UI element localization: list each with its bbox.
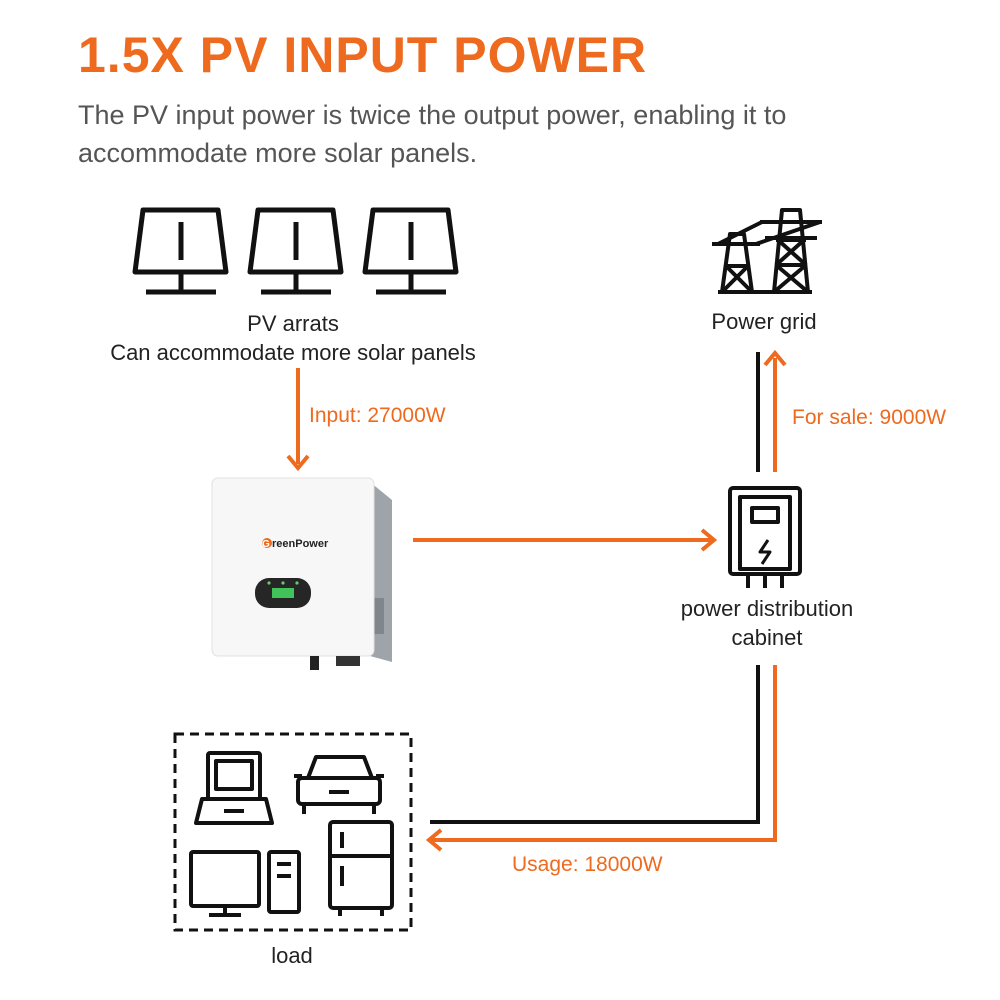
cabinet-label: power distribution cabinet xyxy=(660,594,874,652)
monitor-icon xyxy=(189,850,261,917)
cabinet-label-line2: cabinet xyxy=(731,625,803,650)
page-title: 1.5X PV INPUT POWER xyxy=(78,27,648,83)
brand-logo-icon xyxy=(262,538,272,548)
cabinet-label-line1: power distribution xyxy=(680,596,854,621)
brand-initial: G xyxy=(262,539,270,550)
transmission-tower-icon xyxy=(712,208,822,294)
load-box xyxy=(173,732,413,932)
solar-panel-icon xyxy=(132,207,459,295)
pv-arrays-label-line2: Can accommodate more solar panels xyxy=(110,340,476,365)
output-flow-arrow xyxy=(413,528,718,552)
power-grid-label: Power grid xyxy=(711,309,817,334)
input-flow-label: Input: 27000W xyxy=(309,404,446,427)
distribution-cabinet-icon xyxy=(728,486,802,588)
laptop-icon xyxy=(194,751,274,825)
brand-name: reenPower xyxy=(272,538,329,550)
sale-flow-label: For sale: 9000W xyxy=(792,406,947,429)
load-label: load xyxy=(271,943,313,968)
car-icon xyxy=(294,755,384,814)
pv-arrays-label-line1: PV arrats xyxy=(247,311,339,336)
refrigerator-icon xyxy=(328,820,394,916)
input-flow-arrow xyxy=(286,368,310,472)
usage-flow-arrow xyxy=(425,665,777,852)
pc-tower-icon xyxy=(267,850,301,914)
pv-arrays-label: PV arrats Can accommodate more solar pan… xyxy=(93,309,493,367)
usage-flow-label: Usage: 18000W xyxy=(512,853,663,876)
inverter-device: G reenPower xyxy=(211,477,392,670)
page-subtitle: The PV input power is twice the output p… xyxy=(78,100,787,168)
sale-flow-arrow xyxy=(756,349,787,472)
